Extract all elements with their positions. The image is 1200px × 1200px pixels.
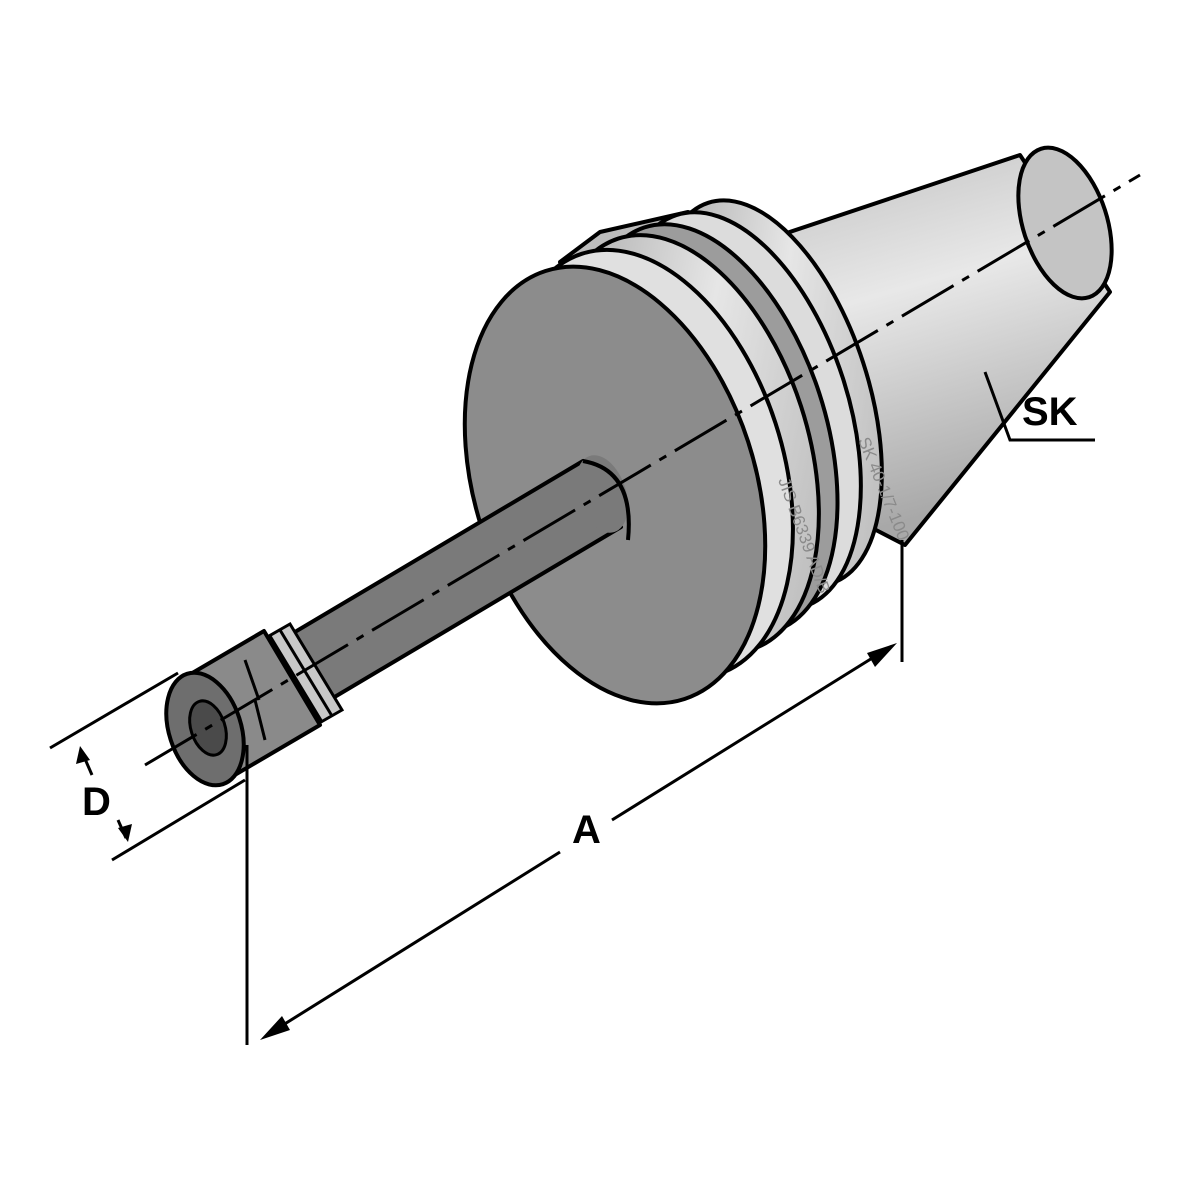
center-axis-line — [144, 173, 1141, 767]
thread — [259, 621, 345, 729]
collet-nut — [164, 629, 322, 788]
label-a: A — [572, 808, 601, 852]
dimension-a — [245, 540, 904, 1045]
leader-sk — [983, 371, 1095, 442]
dimension-d — [49, 671, 246, 862]
label-sk: SK — [1022, 390, 1078, 434]
label-d: D — [82, 780, 111, 824]
